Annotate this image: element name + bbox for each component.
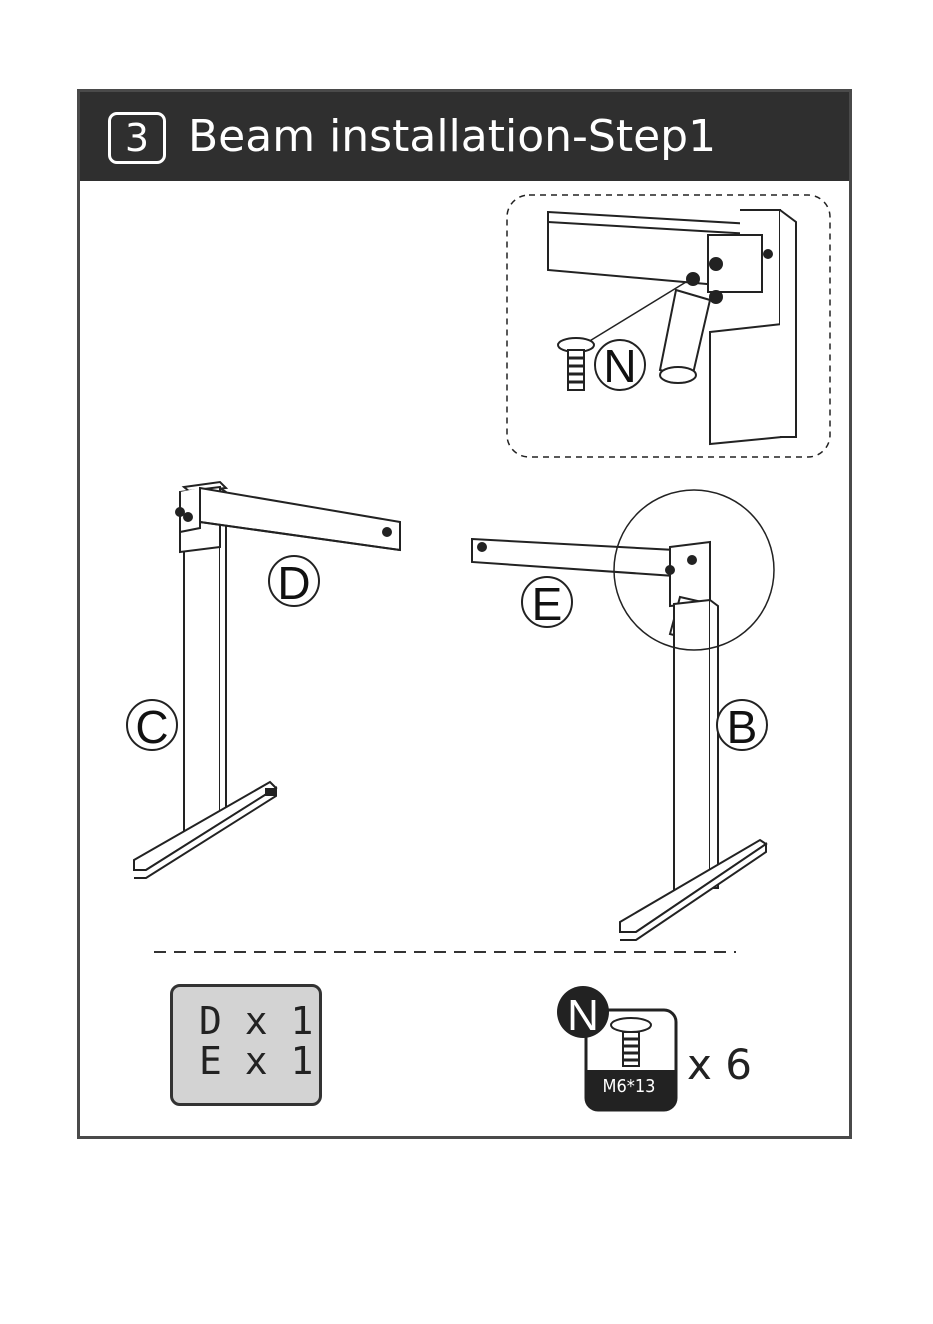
parts-count-d: D x 1 [199,1001,319,1041]
label-c: C [135,701,168,753]
right-leg-assembly: E B [472,490,774,940]
left-leg-assembly: C D [127,482,400,878]
parts-count-e: E x 1 [199,1041,319,1081]
screw-quantity: x 6 [687,1040,752,1089]
label-e: E [532,578,563,630]
label-b: B [727,701,758,753]
detail-label-n: N [603,340,636,392]
label-d: D [277,557,310,609]
screw-size-label: M6*13 [584,1076,674,1097]
screw-kit-label: N [567,991,599,1040]
parts-count-box: D x 1 E x 1 [170,984,322,1106]
detail-inset: N [507,195,830,457]
instruction-panel: 3 Beam installation-Step1 [77,89,852,1139]
